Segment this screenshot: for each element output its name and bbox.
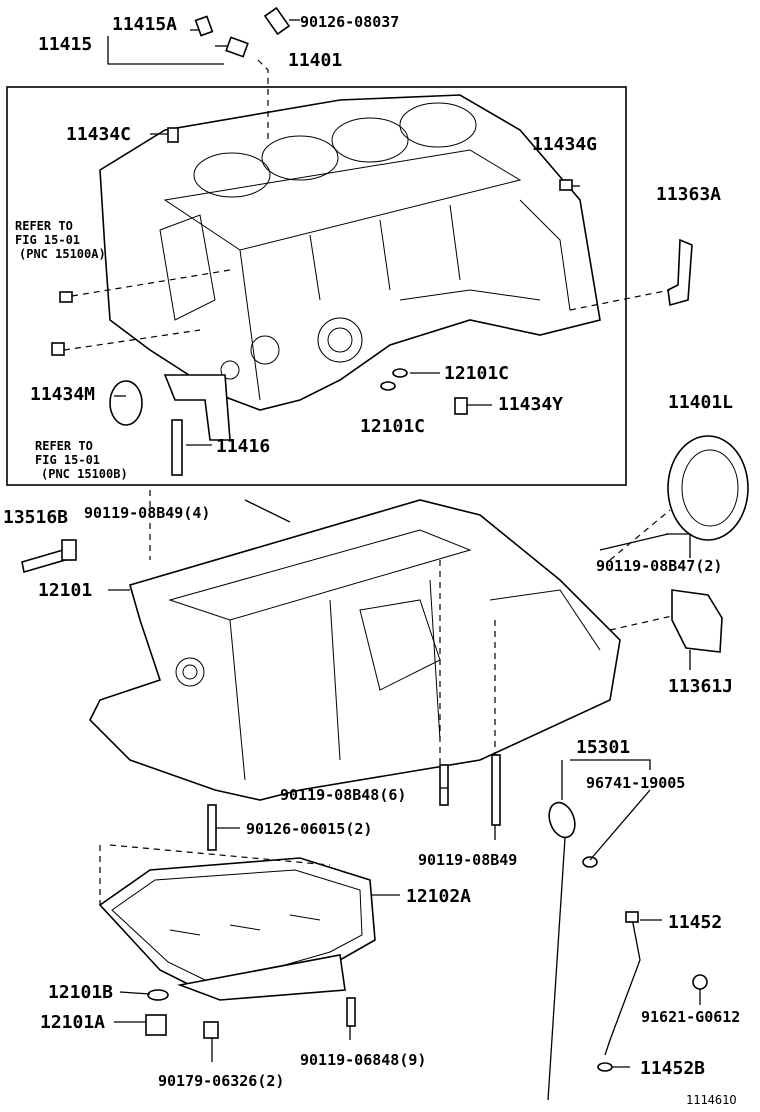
crankcase-drawing	[89, 499, 621, 801]
label-11434Y: 11434Y	[498, 394, 563, 415]
label-refer2-line1: REFER TO	[35, 439, 93, 453]
pin-11434C-shape	[167, 127, 179, 143]
gauge-guide-top	[625, 911, 639, 923]
bolt-91621-G0612-shape	[692, 974, 708, 990]
bolt-90119-08B49-shape	[491, 754, 501, 826]
label-90126-08037: 90126-08037	[300, 13, 399, 31]
o-ring-96741-19005-shape	[582, 856, 598, 868]
label-11434G: 11434G	[532, 134, 597, 155]
label-12102A: 12102A	[406, 886, 471, 907]
gauge-guide-drawing	[604, 917, 641, 1056]
bolt-11416-shape	[171, 419, 183, 476]
cylinder-block-drawing	[99, 94, 601, 411]
label-91621-G0612: 91621-G0612	[641, 1008, 740, 1026]
bolt-90119-08B49-4-shape	[244, 499, 291, 523]
label-11434M: 11434M	[30, 384, 95, 405]
label-90119-08B48-6: 90119-08B48(6)	[280, 786, 406, 804]
label-11401: 11401	[288, 50, 342, 71]
oil-pan-drawing	[98, 857, 376, 1001]
leader-lines	[63, 19, 701, 1068]
label-15301: 15301	[576, 737, 630, 758]
label-refer1-line3: (PNC 15100A)	[19, 247, 106, 261]
figure-id: 111461O	[686, 1093, 737, 1107]
pin-11434Y-shape	[454, 397, 468, 415]
bearing-cap-11416-shape	[163, 374, 231, 441]
gasket-12101C-a-shape	[392, 368, 408, 378]
label-90119-08B49: 90119-08B49	[418, 851, 517, 869]
label-refer1-line1: REFER TO	[15, 219, 73, 233]
label-11452: 11452	[668, 912, 722, 933]
label-refer2-line2: FIG 15-01	[35, 453, 100, 467]
label-90119-06848-9: 90119-06848(9)	[300, 1051, 426, 1069]
pin-11434M-shape	[51, 342, 65, 356]
plug-12101A-shape	[145, 1014, 167, 1036]
label-11434C: 11434C	[66, 124, 131, 145]
pipe-13516B-fitting	[61, 539, 77, 561]
bracket-drawing	[667, 238, 693, 307]
label-12101C-below: 12101C	[360, 416, 425, 437]
label-96741-19005: 96741-19005	[586, 774, 685, 792]
label-12101B: 12101B	[48, 982, 113, 1003]
label-12101C-right: 12101C	[444, 363, 509, 384]
stud-90126-08037-shape	[263, 6, 291, 36]
pin-11434G-shape	[559, 179, 573, 191]
label-11363A: 11363A	[656, 184, 721, 205]
union-11415-shape	[225, 36, 249, 58]
plug-11415A-shape	[194, 15, 214, 37]
label-13516B: 13516B	[3, 507, 68, 528]
label-11361J: 11361J	[668, 676, 733, 697]
cylinder-block-group-box	[6, 86, 627, 486]
label-11415: 11415	[38, 34, 92, 55]
pin-left-shape	[59, 291, 73, 303]
label-12101: 12101	[38, 580, 92, 601]
label-refer1-line2: FIG 15-01	[15, 233, 80, 247]
label-11416: 11416	[216, 436, 270, 457]
dipstick-drawing	[547, 801, 576, 1101]
nut-90179-06326-shape	[203, 1021, 219, 1039]
stud-90126-06015-shape	[207, 804, 217, 851]
label-12101A: 12101A	[40, 1012, 105, 1033]
o-ring-11452B-shape	[597, 1062, 613, 1072]
label-11415A: 11415A	[112, 14, 177, 35]
bolt-90119-08B48-shape	[439, 764, 449, 806]
label-90126-06015-2: 90126-06015(2)	[246, 820, 372, 838]
label-11452B: 11452B	[640, 1058, 705, 1079]
cover-plate-drawing	[671, 589, 723, 653]
label-90179-06326-2: 90179-06326(2)	[158, 1072, 284, 1090]
bolt-90119-06848-shape	[346, 997, 356, 1027]
rear-oil-seal-drawing	[667, 435, 749, 541]
gasket-12101B-shape	[147, 989, 169, 1001]
gasket-12101C-b-shape	[380, 381, 396, 391]
label-90119-08B49-4: 90119-08B49(4)	[84, 504, 210, 522]
label-90119-08B47-2: 90119-08B47(2)	[596, 557, 722, 575]
label-11401L: 11401L	[668, 392, 733, 413]
label-refer2-line3: (PNC 15100B)	[41, 467, 128, 481]
bolt-90119-08B47-shape	[599, 533, 669, 551]
plug-circle-shape	[109, 380, 143, 426]
